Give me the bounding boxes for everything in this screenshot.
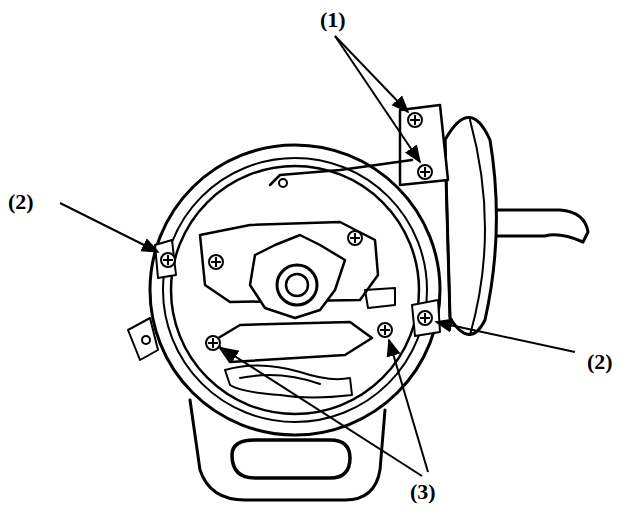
callout-number: (1)	[318, 8, 348, 32]
callout-number: (3)	[408, 480, 438, 504]
callout-number: (2)	[585, 350, 615, 374]
callout-number: (2)	[6, 190, 36, 214]
